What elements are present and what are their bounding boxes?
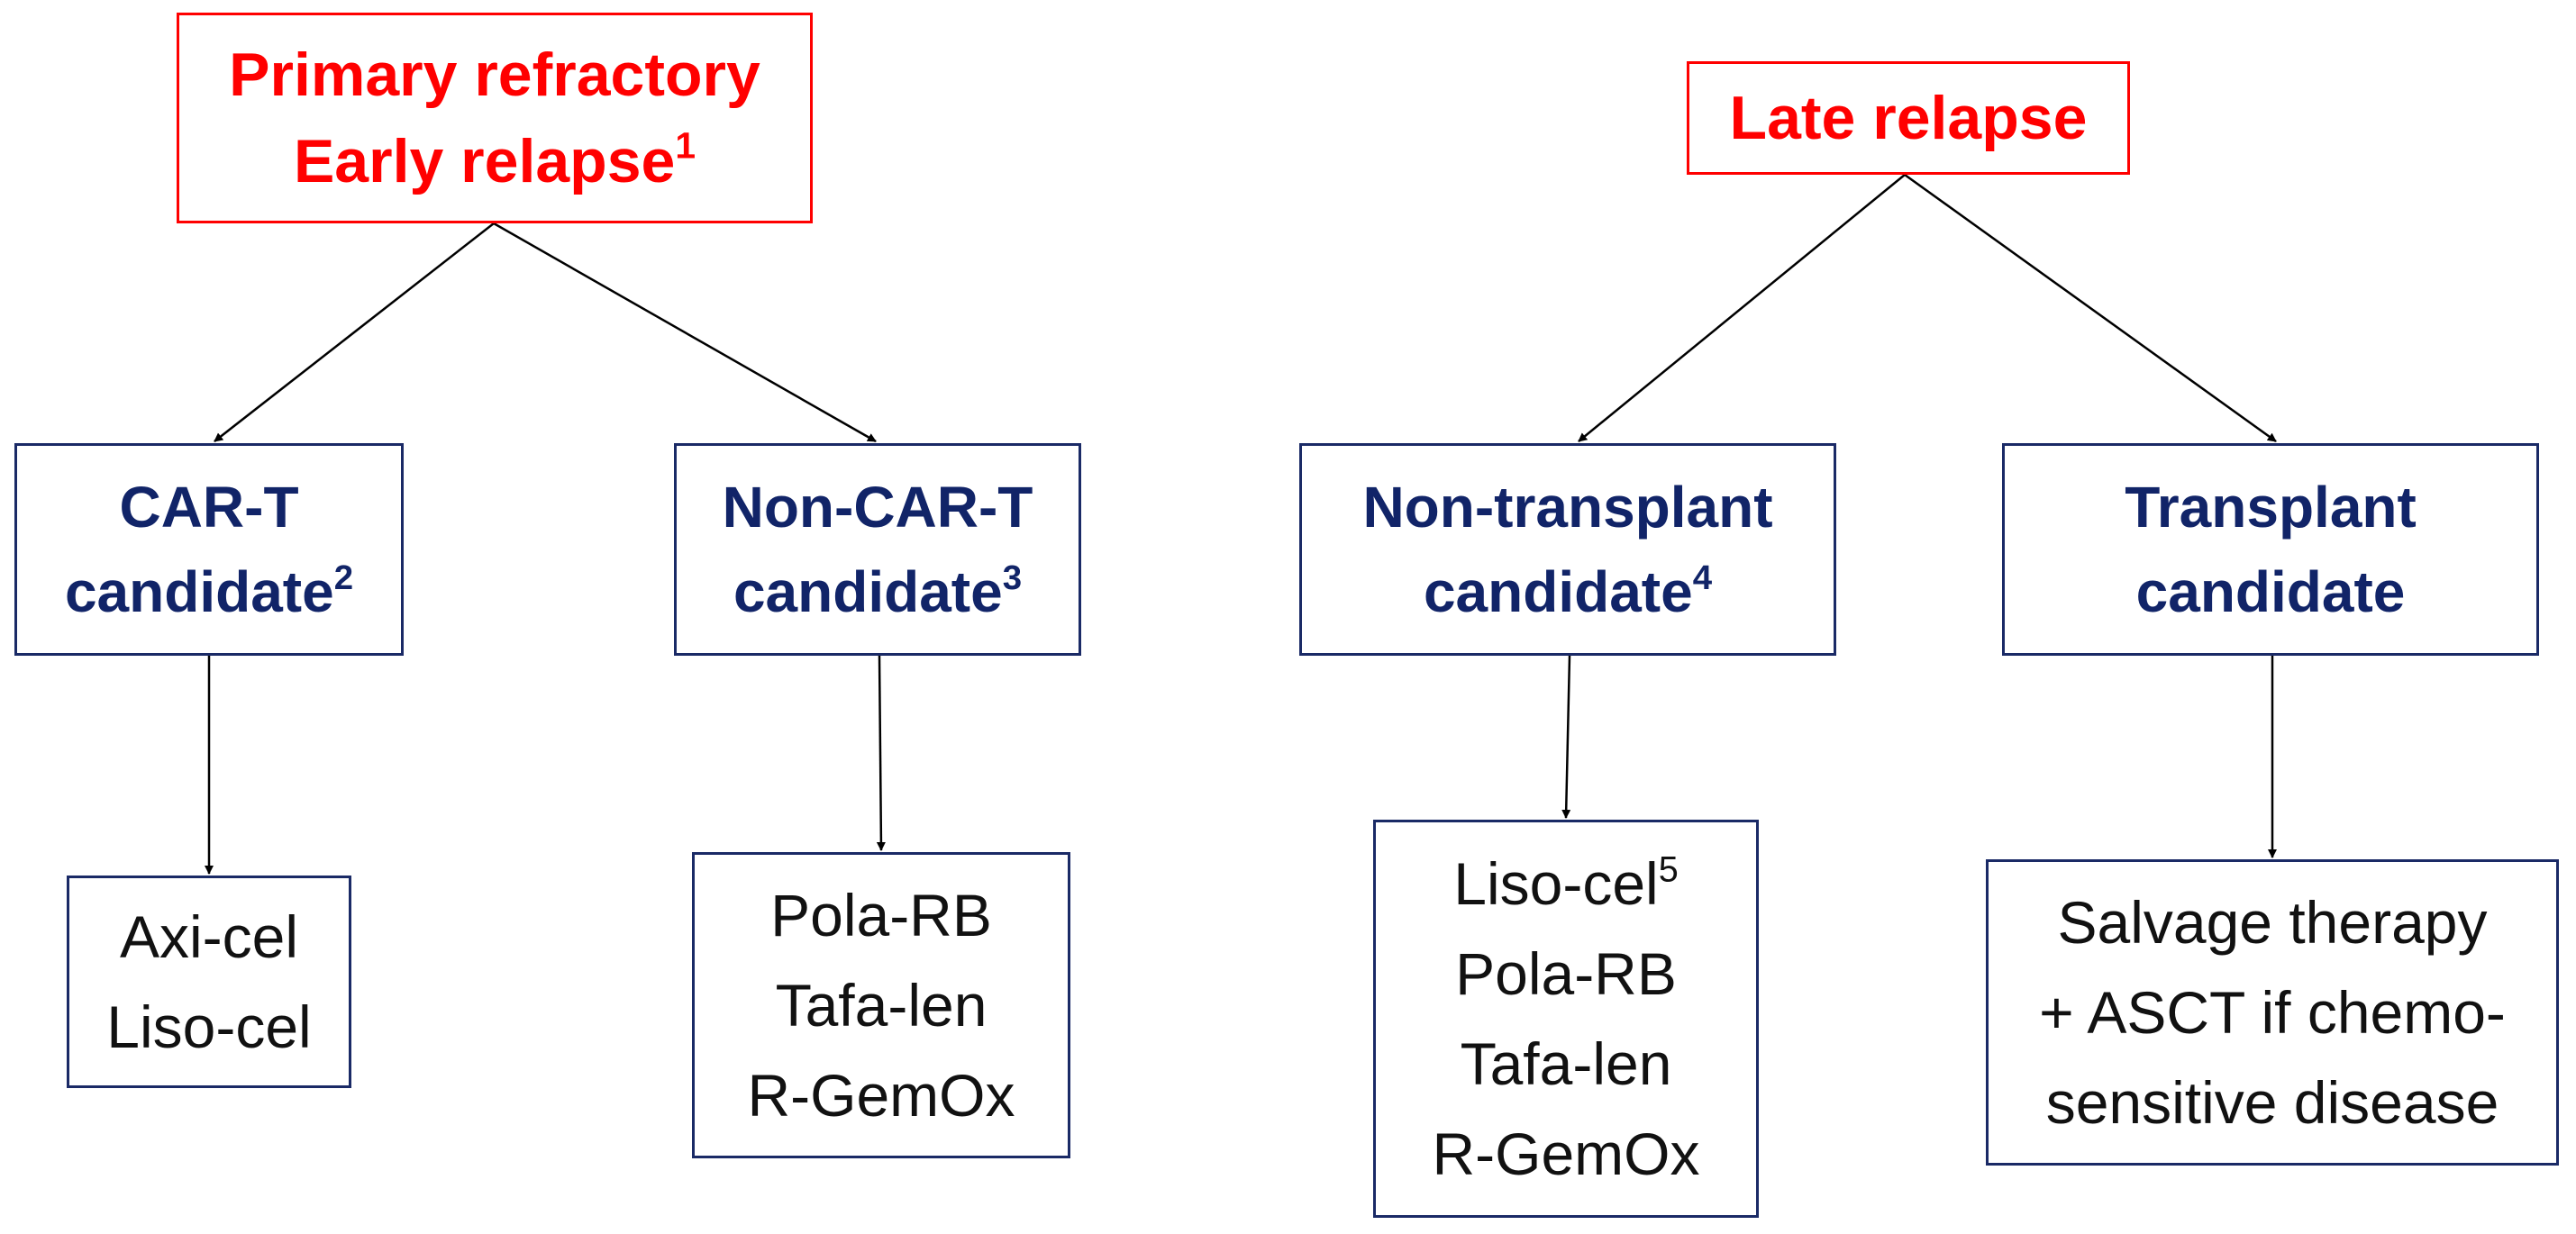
option-item: Axi-cel — [119, 903, 299, 970]
car-t-options-box: Axi-cel Liso-cel — [67, 876, 351, 1088]
car-t-line-2: candidate2 — [64, 558, 354, 624]
non-car-t-line-2: candidate3 — [733, 558, 1023, 624]
arrow-late-to-non-transplant — [1578, 174, 1906, 442]
option-item: Pola-RB — [1455, 940, 1677, 1007]
footnote-marker: 4 — [1692, 558, 1713, 598]
footnote-marker: 5 — [1658, 849, 1679, 890]
option-item: Tafa-len — [775, 972, 988, 1039]
transplant-candidate-box: Transplant candidate — [2002, 443, 2539, 656]
footnote-marker: 2 — [333, 558, 354, 598]
footnote-marker: 1 — [675, 124, 696, 167]
option-item: Tafa-len — [1460, 1030, 1672, 1097]
option-item: + ASCT if chemo- — [2039, 979, 2506, 1046]
header-line-1: Late relapse — [1729, 84, 2088, 152]
arrow-late-to-transplant — [1904, 173, 2277, 443]
option-item: Liso-cel — [106, 994, 312, 1060]
transplant-line-1: Transplant — [2125, 475, 2417, 540]
header-line-2: Early relapse1 — [293, 124, 696, 195]
arrow-early-to-non-car-t — [493, 222, 877, 443]
non-car-t-line-1: Non-CAR-T — [722, 475, 1033, 540]
option-item: sensitive disease — [2045, 1069, 2499, 1136]
option-item: R-GemOx — [747, 1062, 1015, 1129]
late-relapse-header: Late relapse — [1687, 61, 2130, 175]
non-car-t-options-box: Pola-RB Tafa-len R-GemOx — [692, 852, 1070, 1158]
non-transplant-candidate-box: Non-transplant candidate4 — [1299, 443, 1836, 656]
transplant-line-2: candidate — [2135, 559, 2406, 624]
header-line-1: Primary refractory — [229, 41, 760, 109]
non-transplant-options-box: Liso-cel5 Pola-RB Tafa-len R-GemOx — [1373, 820, 1759, 1218]
footnote-marker: 3 — [1002, 558, 1023, 598]
car-t-candidate-box: CAR-T candidate2 — [14, 443, 404, 656]
option-item: Pola-RB — [770, 882, 992, 948]
non-transplant-line-2: candidate4 — [1423, 558, 1713, 624]
option-item: Liso-cel5 — [1453, 849, 1679, 917]
arrow-early-to-car-t — [214, 222, 495, 442]
option-item: R-GemOx — [1432, 1121, 1700, 1187]
transplant-options-box: Salvage therapy + ASCT if chemo- sensiti… — [1986, 859, 2559, 1166]
primary-refractory-header: Primary refractory Early relapse1 — [177, 13, 813, 223]
arrow-non-transplant-to-options — [1561, 655, 1571, 819]
option-item: Salvage therapy — [2057, 889, 2488, 956]
non-transplant-line-1: Non-transplant — [1362, 475, 1773, 540]
non-car-t-candidate-box: Non-CAR-T candidate3 — [674, 443, 1081, 656]
arrow-non-car-t-to-options — [876, 655, 886, 851]
car-t-line-1: CAR-T — [119, 475, 299, 540]
